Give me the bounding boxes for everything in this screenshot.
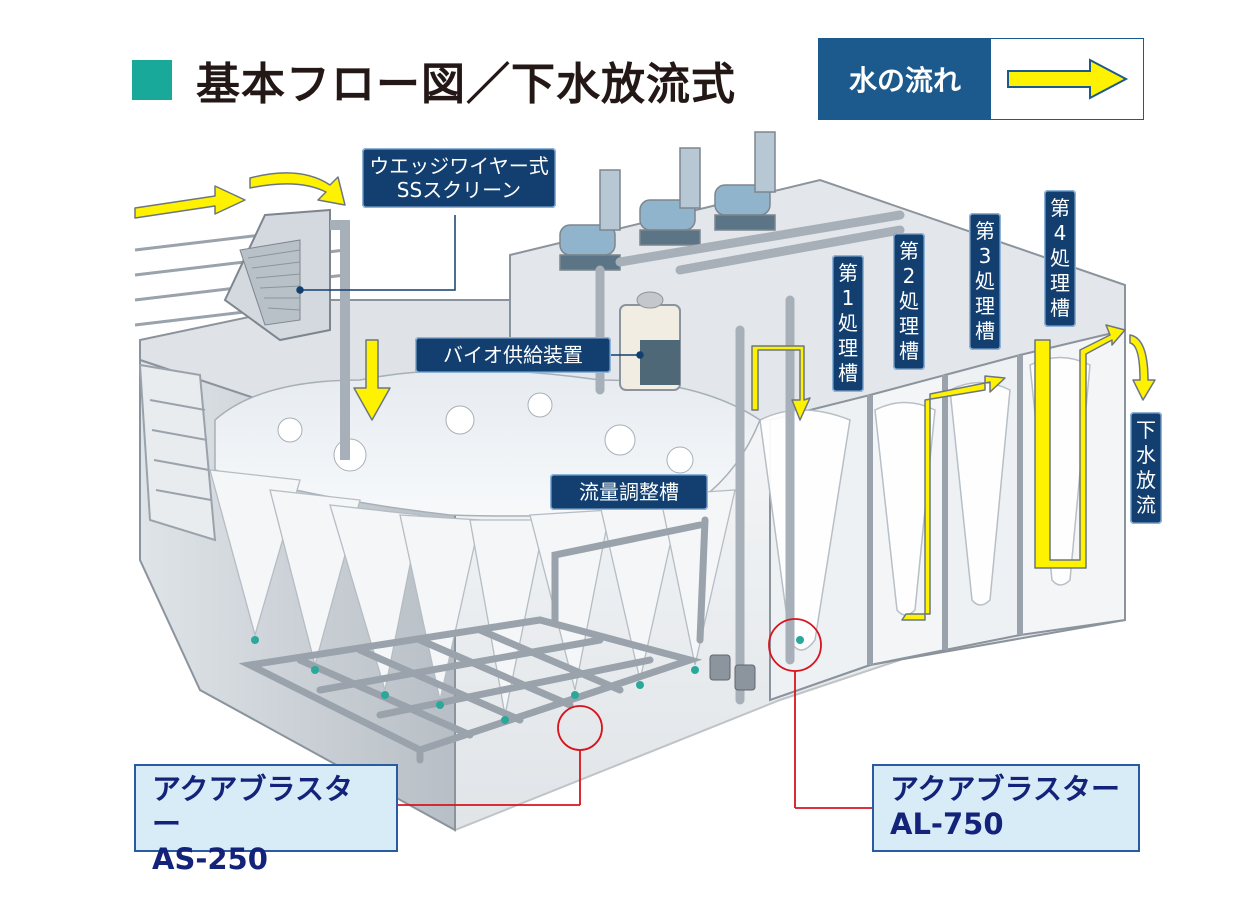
tank4-char: 槽 [1050, 296, 1070, 320]
product-al750: アクアブラスター AL-750 [872, 764, 1140, 852]
tank3-char: 理 [975, 294, 995, 318]
screen-label-line2: SSスクリーン [396, 178, 522, 202]
discharge-label: 下 水 放 流 [1130, 412, 1162, 524]
discharge-char: 水 [1136, 443, 1156, 467]
tank3-char: 処 [975, 269, 995, 293]
tank3-char: 第 [975, 219, 995, 243]
flow-arrows [134, 172, 1156, 621]
flow-tank-label: 流量調整槽 [550, 474, 708, 510]
pumps [709, 654, 756, 691]
bio-supply-label-text: バイオ供給装置 [443, 343, 583, 367]
tank1-char: 槽 [838, 361, 858, 385]
tank1-char: 理 [838, 336, 858, 360]
tank3-label: 第 3 処 理 槽 [969, 213, 1001, 350]
tank4-char: 処 [1050, 246, 1070, 270]
product-as250: アクアブラスター AS-250 [134, 764, 398, 876]
tank2-char: 第 [899, 239, 919, 263]
discharge-char: 放 [1136, 468, 1156, 492]
blowers [559, 131, 776, 271]
tank1-label: 第 1 処 理 槽 [832, 255, 864, 392]
tank4-char: 第 [1050, 196, 1070, 220]
ss-screen-unit [223, 208, 350, 460]
product-as250-model: AS-250 [152, 841, 268, 876]
diffuser-pipes [238, 516, 709, 764]
bio-supply-label: バイオ供給装置 [415, 337, 611, 373]
tank2-char: 2 [902, 264, 916, 288]
tank1-char: 第 [838, 261, 858, 285]
legend-label: 水の流れ [819, 39, 991, 119]
tank1-char: 処 [838, 311, 858, 335]
tank2-char: 理 [899, 314, 919, 338]
flow-tank-label-text: 流量調整槽 [579, 480, 679, 504]
screen-label: ウエッジワイヤー式 SSスクリーン [362, 148, 556, 208]
title-marker [132, 60, 172, 100]
legend-arrow-icon [991, 39, 1143, 119]
tank2-label: 第 2 処 理 槽 [893, 233, 925, 370]
product-al750-model: AL-750 [890, 806, 1004, 841]
tank2-char: 槽 [899, 339, 919, 363]
tank2-char: 処 [899, 289, 919, 313]
flow-legend: 水の流れ [818, 38, 1144, 120]
tank4-char: 理 [1050, 271, 1070, 295]
label-leaders [296, 215, 644, 359]
tank1-char: 1 [841, 286, 855, 310]
screen-label-line1: ウエッジワイヤー式 [369, 154, 549, 178]
product-as250-name: アクアブラスター [152, 772, 353, 841]
page-title: 基本フロー図／下水放流式 [132, 48, 736, 112]
callout-leaders [398, 618, 872, 809]
title-text: 基本フロー図／下水放流式 [196, 59, 736, 110]
tank4-char: 4 [1053, 221, 1067, 245]
tank3-char: 3 [978, 244, 992, 268]
tank4-label: 第 4 処 理 槽 [1044, 190, 1076, 327]
product-al750-name: アクアブラスター [890, 772, 1120, 806]
tank3-char: 槽 [975, 319, 995, 343]
diffuser-nozzles [251, 636, 804, 724]
discharge-char: 流 [1136, 493, 1156, 517]
discharge-char: 下 [1136, 418, 1156, 442]
bio-supply-tank [619, 291, 681, 391]
